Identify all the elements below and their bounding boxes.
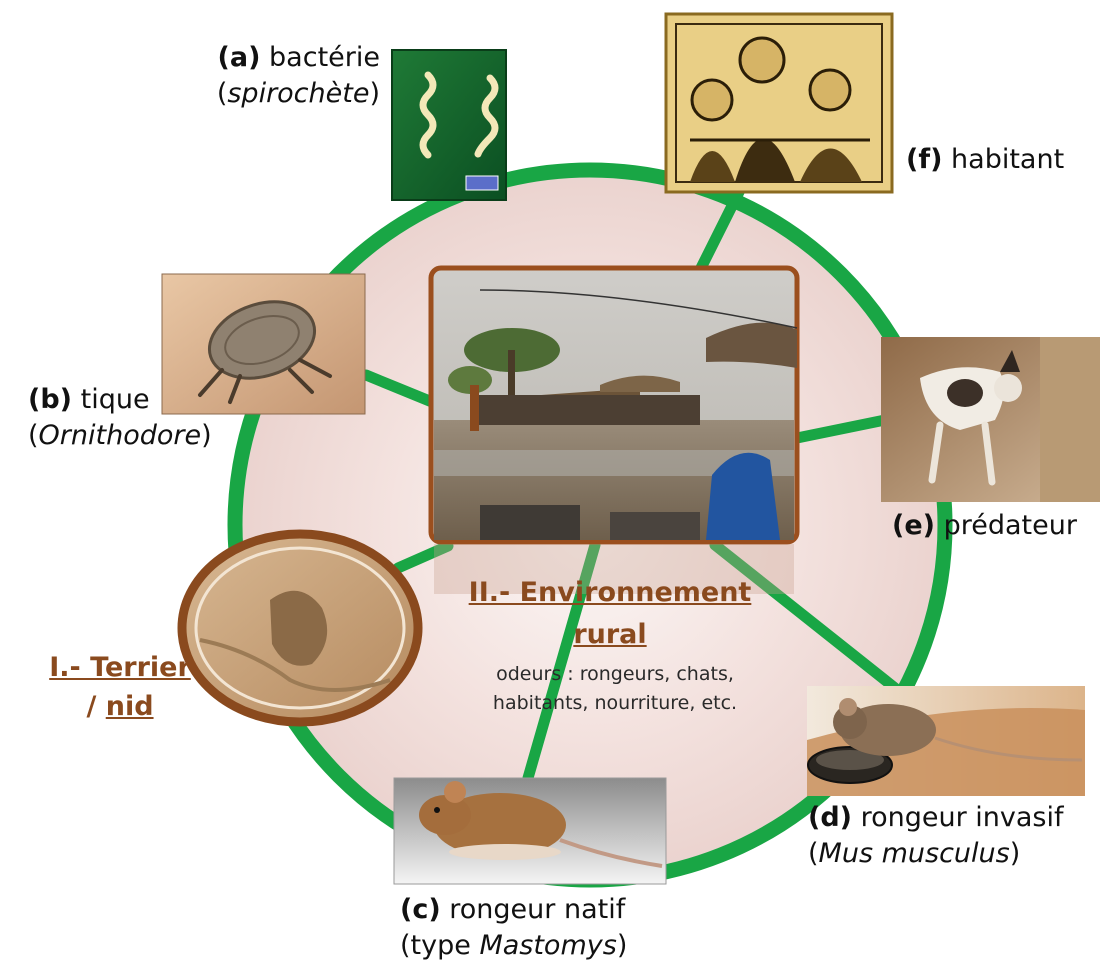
label-predator: (e) prédateur — [892, 508, 1077, 544]
label-c-letter: (c) — [400, 894, 441, 925]
label-e-letter: (e) — [892, 510, 935, 541]
label-b-paren-open: ( — [28, 420, 39, 451]
center-photo-market — [431, 268, 797, 542]
center-odeurs-line1: odeurs : rongeurs, chats, — [455, 660, 775, 689]
label-a-letter: (a) — [218, 42, 261, 73]
image-bacteria — [392, 50, 506, 200]
label-d-paren-open: ( — [808, 838, 819, 869]
label-a-sci: spirochète — [227, 78, 369, 109]
image-inhabitant — [666, 14, 892, 192]
image-native-rodent — [394, 778, 666, 884]
label-b-paren-close: ) — [201, 420, 212, 451]
label-b-sci: Ornithodore — [39, 420, 202, 451]
terrier-nid: nid — [106, 691, 154, 722]
label-d-letter: (d) — [808, 802, 852, 833]
label-native-rodent: (c) rongeur natif (type Mastomys) — [400, 892, 627, 965]
terrier-line1: I.- Terrier — [49, 652, 191, 683]
label-b-letter: (b) — [28, 384, 72, 415]
label-f-name: habitant — [951, 144, 1064, 175]
label-bacteria: (a) bactérie (spirochète) — [210, 40, 380, 113]
label-e-name: prédateur — [944, 510, 1077, 541]
label-d-sci: Mus musculus — [819, 838, 1010, 869]
label-inhabitant: (f) habitant — [906, 142, 1064, 178]
label-invasive-rodent: (d) rongeur invasif (Mus musculus) — [808, 800, 1064, 873]
image-house-mouse — [807, 686, 1085, 796]
label-c-paren-close: ) — [617, 930, 628, 961]
label-c-name: rongeur natif — [449, 894, 625, 925]
label-c-paren-open: (type — [400, 930, 479, 961]
terrier-slash: / — [86, 691, 96, 722]
label-b-name: tique — [81, 384, 150, 415]
center-odeurs-line2: habitants, nourriture, etc. — [455, 689, 775, 718]
label-a-paren-close: ) — [369, 78, 380, 109]
center-title-line1: II.- Environnement — [469, 577, 752, 608]
center-title-line2: rural — [573, 619, 646, 650]
label-c-sci: Mastomys — [479, 930, 616, 961]
label-d-name: rongeur invasif — [861, 802, 1064, 833]
label-d-paren-close: ) — [1010, 838, 1021, 869]
image-cat — [881, 337, 1100, 502]
center-title: II.- Environnement rural — [440, 572, 780, 656]
terrier-label: I.- Terrier / nid — [20, 648, 220, 726]
label-a-paren-open: ( — [217, 78, 228, 109]
center-odeurs: odeurs : rongeurs, chats, habitants, nou… — [455, 660, 775, 717]
label-tick: (b) tique (Ornithodore) — [28, 382, 212, 455]
label-a-name: bactérie — [269, 42, 380, 73]
label-f-letter: (f) — [906, 144, 942, 175]
